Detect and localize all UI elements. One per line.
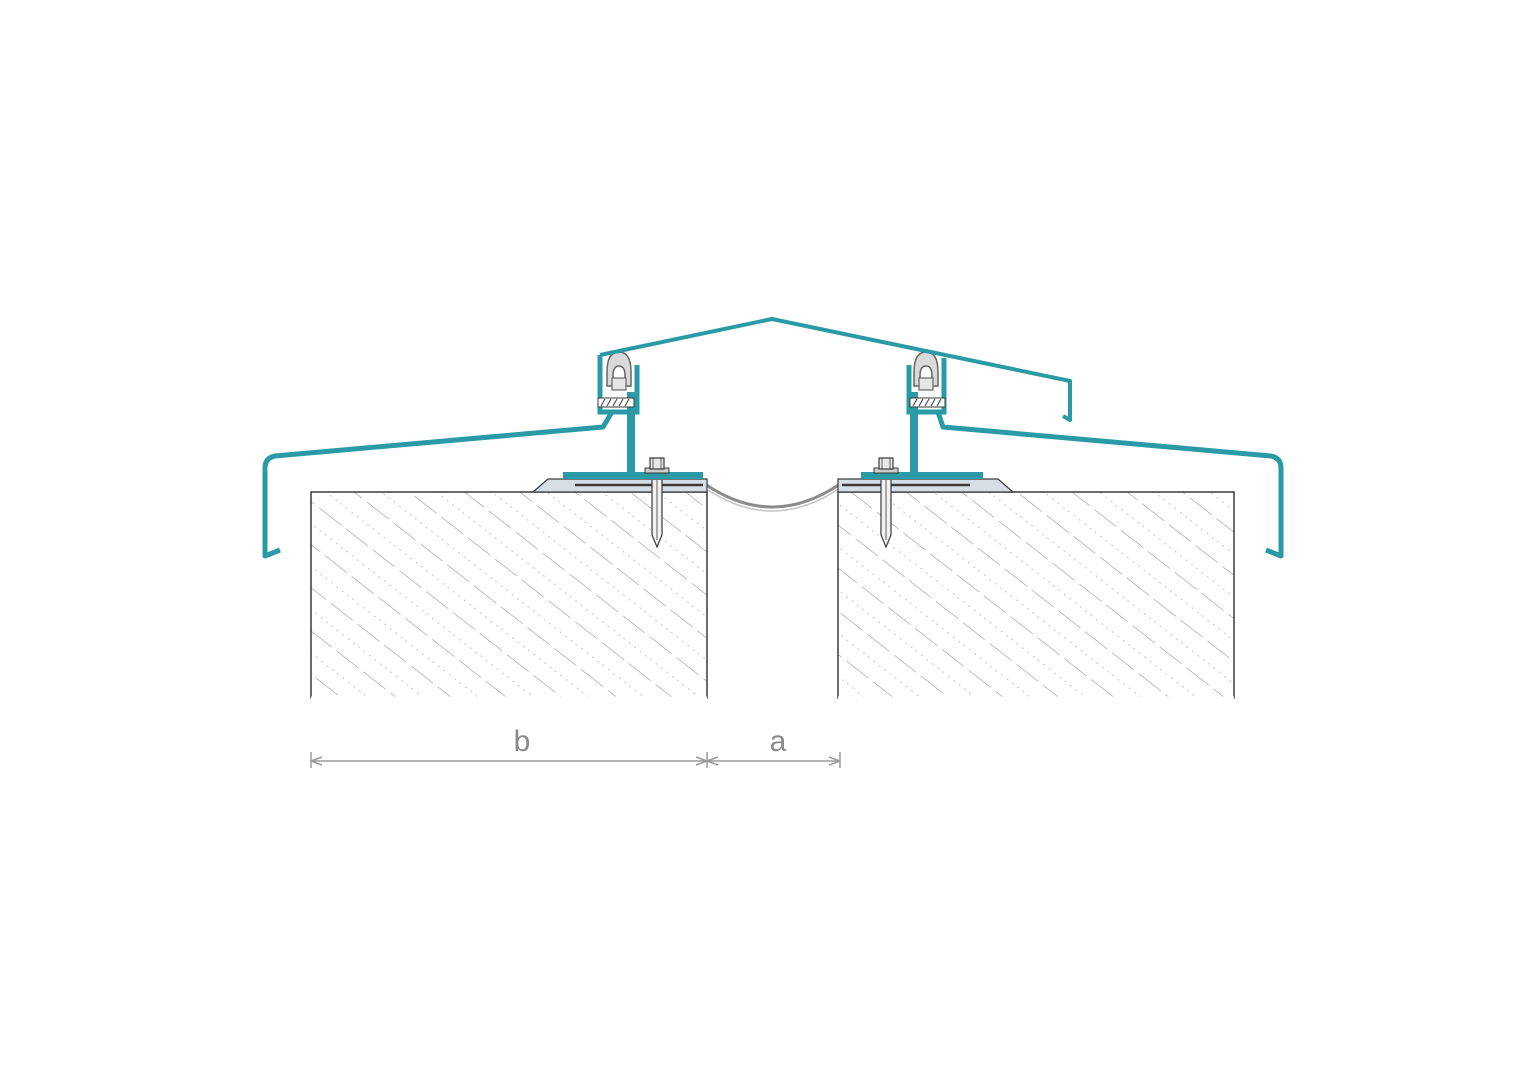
right-substrate-block — [837, 491, 1235, 699]
right-vertical-post — [910, 392, 918, 474]
left-cover-profile — [262, 410, 615, 559]
right-cover-profile — [935, 411, 1284, 559]
left-substrate-block — [310, 491, 708, 699]
left-rubber-gasket — [606, 351, 632, 391]
left-base-flange — [563, 472, 703, 479]
right-base-flange — [861, 472, 983, 479]
flexible-membrane — [704, 482, 841, 509]
right-clamp-housing — [906, 358, 947, 415]
right-anchor-bolt — [873, 457, 899, 549]
right-rubber-gasket — [913, 351, 939, 391]
top-ridge-cover — [599, 317, 1072, 422]
left-vertical-post — [627, 392, 635, 474]
left-anchor-bolt — [644, 457, 670, 549]
dimension-b-label: b — [514, 725, 531, 758]
dimension-line — [310, 752, 841, 768]
dimension-a-label: a — [770, 725, 787, 758]
left-clamp-housing — [597, 355, 640, 415]
